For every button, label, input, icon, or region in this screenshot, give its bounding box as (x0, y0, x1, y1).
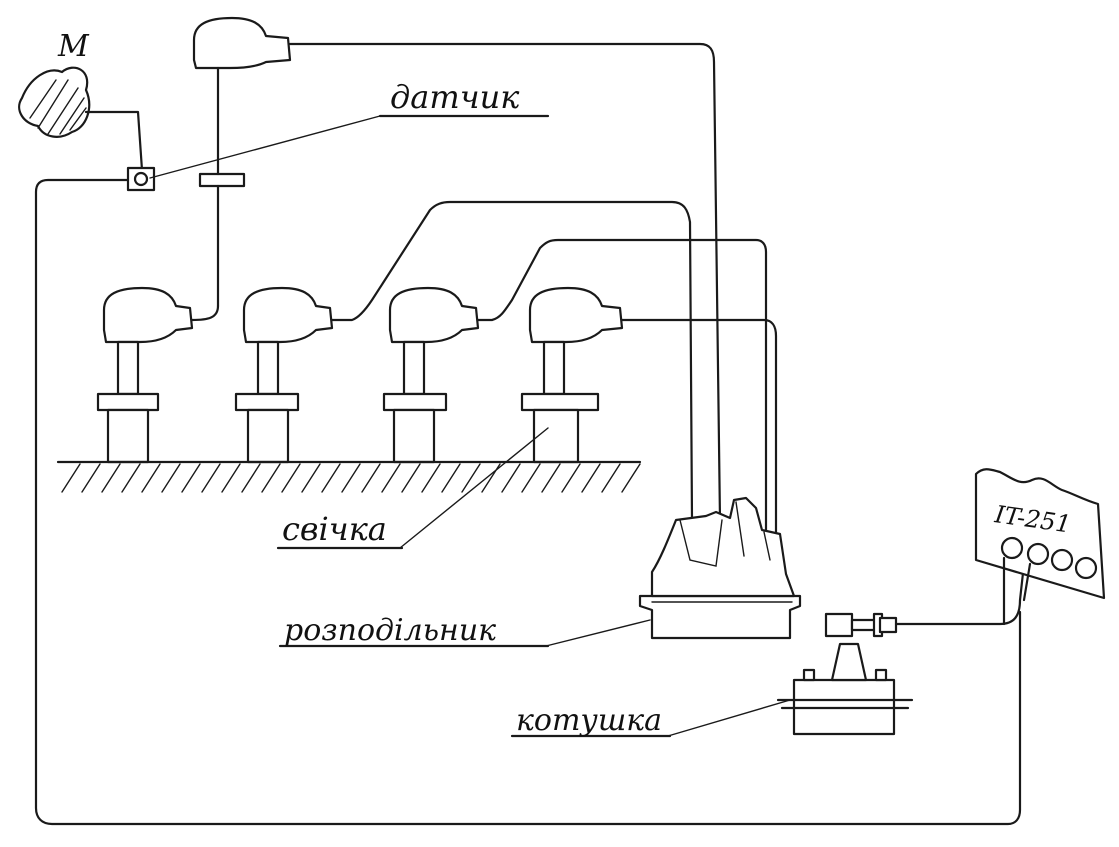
engine-block-ground (56, 460, 642, 493)
plug3-wire (476, 238, 768, 532)
sensor (126, 166, 246, 192)
plug4-wire (620, 318, 778, 536)
instrument-lead-2 (1022, 562, 1032, 602)
sensor-label: датчик (390, 78, 520, 116)
plug2-wire (330, 200, 694, 522)
spark-plug-leader (399, 427, 549, 549)
coil-label: котушка (516, 703, 662, 738)
top-plug-cap (190, 16, 292, 322)
spark-plug-label: свічка (282, 510, 387, 548)
distributor-leader (545, 619, 651, 647)
motor-symbol: М (18, 29, 91, 138)
spark-plug-2 (234, 286, 334, 464)
ignition-coil (776, 612, 914, 736)
distributor (638, 496, 802, 640)
spark-plug-1 (96, 286, 194, 464)
spark-plug-4 (520, 286, 624, 464)
coil-leader (667, 699, 791, 737)
motor-label: М (57, 29, 90, 64)
motor-sensor-wire (84, 110, 144, 172)
top-cap-wire (288, 42, 722, 522)
outer-loop-wire (34, 178, 1022, 826)
spark-plug-3 (382, 286, 480, 464)
instrument-it251: IT-251 (974, 468, 1106, 600)
distributor-label: розподільник (284, 613, 496, 648)
sensor-leader (149, 115, 381, 179)
coil-instrument-wire (894, 562, 1026, 626)
